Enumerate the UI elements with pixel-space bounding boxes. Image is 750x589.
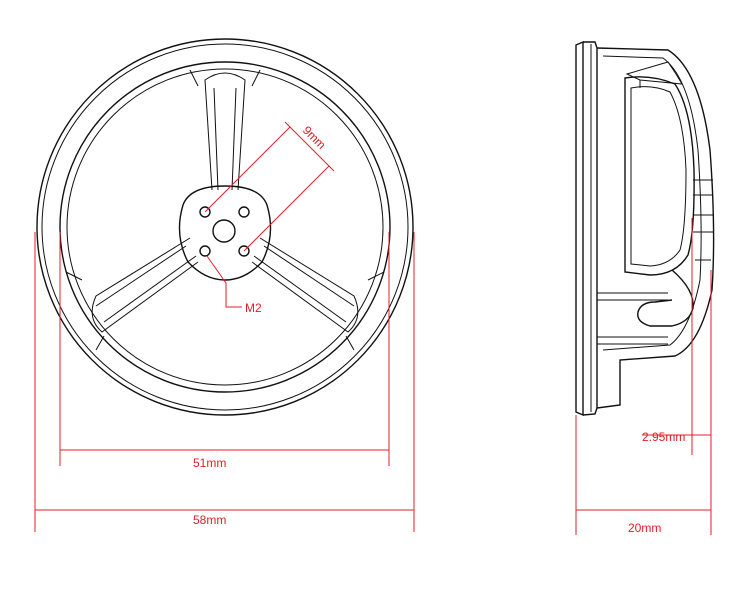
side-view: 2.95mm 20mm [575, 40, 715, 535]
mount-hole-top-left [199, 206, 211, 218]
height-label: 20mm [628, 521, 661, 535]
outer-diameter-dimension: 58mm [34, 232, 415, 532]
mount-hole-top-right [238, 206, 250, 218]
outer-rim-inner-edge [41, 43, 409, 411]
spokes [65, 69, 385, 351]
hole-spacing-label: 9mm [300, 123, 329, 152]
depth-offset-dimension: 2.95mm [642, 218, 711, 455]
mount-hole-bottom-right [238, 245, 250, 257]
inner-diameter-dimension: 51mm [59, 232, 390, 470]
inner-rim-lip [66, 68, 384, 386]
front-view: 9mm M2 51mm 58mm [34, 38, 415, 532]
hub [178, 185, 272, 281]
depth-offset-label: 2.95mm [642, 430, 685, 444]
inner-diameter-label: 51mm [193, 456, 226, 470]
thread-callout: M2 [206, 255, 262, 315]
inner-rim [59, 61, 391, 393]
mount-hole-bottom-left [199, 245, 211, 257]
thread-label: M2 [245, 301, 262, 315]
outer-rim [36, 38, 414, 416]
outer-diameter-label: 58mm [193, 513, 226, 527]
center-hole [212, 219, 236, 243]
height-dimension: 20mm [575, 270, 712, 535]
